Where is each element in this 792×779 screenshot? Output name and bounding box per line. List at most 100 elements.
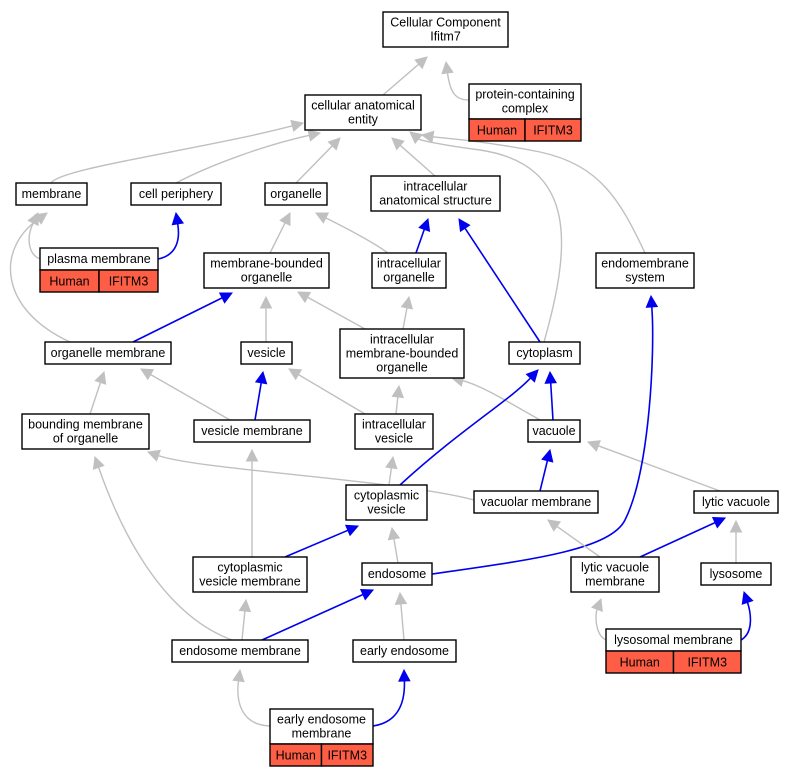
node-label-line: membrane-bounded: [346, 347, 459, 361]
edge-membrane-to-cae: [50, 125, 293, 184]
tag-label: IFITM3: [533, 124, 573, 138]
edge-intves-to-imbo: [395, 396, 399, 415]
node-endosome[interactable]: endosome: [361, 562, 433, 586]
arrowhead-vacmem-to-vacuole: [541, 448, 554, 463]
node-label-line: cellular anatomical: [311, 99, 415, 113]
node-vesicle[interactable]: vesicle: [240, 341, 293, 365]
edge-endomem-to-bmo: [97, 467, 233, 641]
node-label-line: endomembrane: [601, 257, 689, 271]
edge-organelle-to-cae: [295, 145, 333, 184]
arrowhead-mbo-to-organelle: [279, 211, 291, 227]
node-vacmem[interactable]: vacuolar membrane: [473, 490, 599, 514]
node-box: [345, 484, 428, 521]
node-label-line: intracellular: [370, 333, 434, 347]
node-vacuole[interactable]: vacuole: [527, 419, 581, 443]
arrowhead-lytvac-to-vacuole: [586, 440, 601, 452]
node-box: [44, 341, 172, 365]
arrowhead-membrane-to-cae: [290, 119, 305, 133]
node-label-line: bounding membrane: [28, 418, 143, 432]
node-label-line: membrane: [292, 727, 352, 741]
arrowhead-endosome-to-endosys: [645, 294, 659, 308]
node-vesmem[interactable]: vesicle membrane: [193, 419, 311, 443]
node-label-line: vacuole: [532, 424, 575, 438]
arrowhead-intorg-to-ias: [418, 217, 431, 232]
node-lytvac[interactable]: lytic vacuole: [693, 490, 779, 514]
arrowhead-orgmem-to-mbo: [218, 292, 234, 304]
edge-orgmem-to-mbo: [132, 297, 223, 343]
arrowhead-lvm-to-lytvac: [711, 517, 727, 529]
edge-vacuole-to-cytoplasm: [549, 382, 554, 421]
arrowhead-earlyendo-to-endosome: [394, 591, 408, 605]
edge-endosys-to-cae: [432, 136, 646, 254]
edge-vesmem-to-orgmem: [150, 373, 231, 421]
arrowhead-pcc-to-root: [441, 60, 454, 75]
edge-vesmem-to-vesicle: [254, 382, 262, 421]
tag-label: IFITM3: [687, 656, 727, 670]
arrowhead-cytves-to-intves: [385, 455, 398, 470]
tag-label: Human: [49, 275, 89, 289]
node-box: [361, 562, 433, 586]
tag-label: IFITM3: [109, 275, 149, 289]
node-orgmem[interactable]: organelle membrane: [44, 341, 172, 365]
node-organelle[interactable]: organelle: [264, 182, 328, 206]
edge-intorg-to-ias: [415, 229, 426, 254]
edge-cytoplasm-to-cae: [418, 138, 563, 343]
arrowhead-vesmem-to-orgmem: [140, 368, 155, 381]
node-label-line: lytic vacuole: [581, 561, 649, 575]
arrowhead-cellper-to-cae: [307, 129, 322, 142]
node-label-line: cytoplasmic: [354, 489, 419, 503]
tag-label: Human: [477, 124, 517, 138]
node-cellper[interactable]: cell periphery: [130, 182, 222, 206]
node-endomem[interactable]: endosome membrane: [171, 639, 309, 663]
node-label-line: system: [625, 271, 665, 285]
node-label-line: vacuolar membrane: [481, 495, 592, 509]
node-box: [203, 252, 330, 289]
node-label-line: intracellular: [404, 180, 468, 194]
node-cytoplasm[interactable]: cytoplasm: [508, 341, 581, 365]
node-label-line: of organelle: [53, 432, 118, 446]
node-label-line: early endosome: [277, 713, 366, 727]
arrowhead-lysomem-to-lvm: [591, 597, 603, 612]
node-lysosome[interactable]: lysosome: [700, 562, 772, 586]
arrowhead-lysosome-to-lytvac: [729, 519, 743, 533]
edge-lysomem-to-lvm: [595, 609, 607, 641]
node-label-line: organelle: [270, 187, 321, 201]
edge-eem-to-earlyendo: [372, 680, 406, 727]
arrowhead-endosys-to-cae: [420, 130, 435, 144]
node-membrane[interactable]: membrane: [15, 182, 88, 206]
arrowhead-cae-to-root: [414, 56, 428, 70]
edge-bmo-to-orgmem: [89, 382, 102, 415]
node-box: [269, 708, 374, 745]
tag-cell: [320, 743, 374, 767]
node-label-line: cytoplasm: [516, 346, 572, 360]
node-label-line: endosome: [368, 567, 426, 581]
edge-vacuole-to-imbo: [462, 380, 541, 421]
node-box: [382, 11, 509, 48]
node-earlyendo[interactable]: early endosome: [352, 639, 457, 663]
node-label-line: cytoplasmic: [217, 561, 282, 575]
arrowhead-imbo-to-mbo: [297, 291, 312, 304]
edge-cvm-to-cytves: [284, 529, 349, 558]
node-box: [473, 490, 599, 514]
node-label-line: intracellular: [362, 418, 426, 432]
node-label-line: vesicle membrane: [199, 575, 300, 589]
arrowhead-endomem-to-bmo: [92, 455, 105, 470]
arrowhead-imbo-to-intorg: [400, 295, 414, 310]
